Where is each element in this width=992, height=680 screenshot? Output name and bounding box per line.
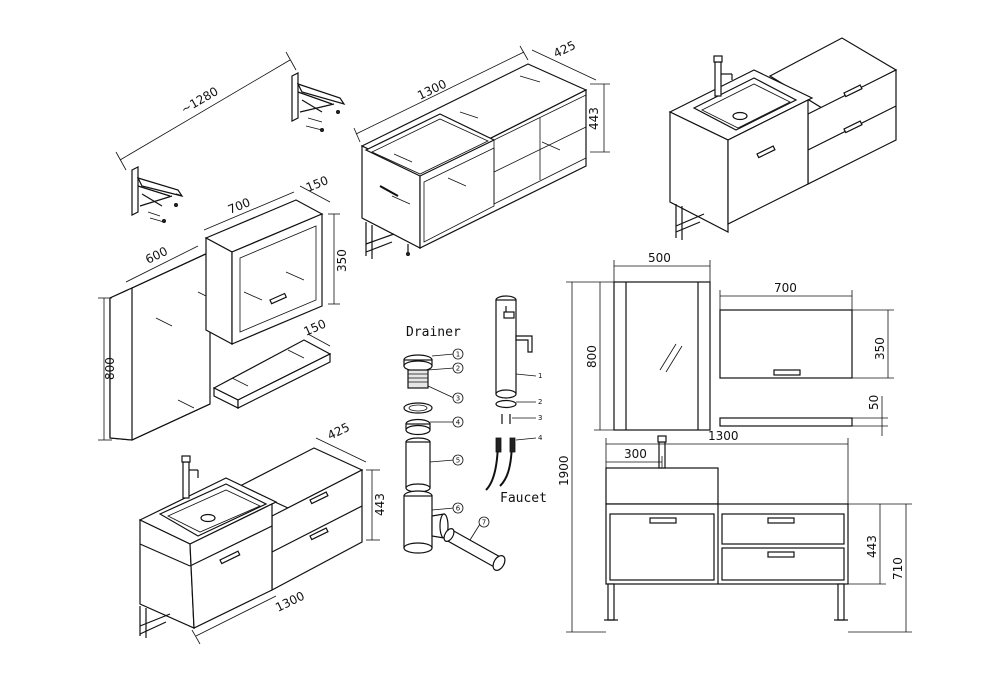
dim-iso2-depth: 425 [325, 420, 352, 443]
dim-mirror-width: 600 [143, 244, 170, 267]
drainer-callout-2 [452, 362, 464, 374]
drainer-callout-3-label: 3 [456, 395, 460, 403]
faucet-callout-2: 2 [538, 398, 542, 406]
dim-front-mirror-width: 500 [648, 251, 671, 265]
dim-mirror-cab-width: 700 [226, 195, 252, 217]
bracket-right [291, 72, 346, 132]
dim-mirror-cab-depth: 150 [304, 173, 330, 195]
iso-cabinet-top-legs [365, 222, 410, 259]
dim-front-drawer-height: 443 [865, 535, 879, 558]
drainer-callout-3 [452, 392, 464, 404]
iso-assembled-faucet [713, 55, 733, 97]
drainer-exploded: Drainer [403, 325, 506, 571]
dim-front-unit-width: 1300 [708, 429, 739, 443]
drainer-callout-6-label: 6 [456, 505, 461, 513]
dim-bracket-span: ~1280 [115, 51, 297, 171]
bracket-left [131, 166, 184, 223]
faucet-exploded: 1 2 3 4 Faucet [485, 295, 547, 506]
faucet-callout-4: 4 [538, 434, 543, 442]
iso-mirror-and-cabinet: 800 600 700 150 350 150 [98, 173, 349, 441]
drainer-callout-7 [478, 516, 490, 528]
dim-iso2-width: 1300 [273, 589, 307, 615]
dim-front-cab-height: 350 [873, 337, 887, 360]
dim-front-shelf-height: 50 [867, 395, 881, 410]
drainer-callout-4 [452, 416, 464, 428]
iso-assembled-top-right [668, 37, 898, 240]
dim-front-cab-width: 700 [774, 281, 797, 295]
dim-mirror-height: 800 [103, 357, 117, 380]
faucet-label: Faucet [500, 491, 547, 506]
dim-front-unit-height: 710 [891, 557, 905, 580]
iso-cabinet-top-screws [391, 75, 561, 205]
drainer-callout-2-label: 2 [456, 365, 460, 373]
dim-iso-cabinet-height: 443 [587, 107, 601, 130]
drainer-callout-4-label: 4 [456, 419, 461, 427]
drainer-callout-6 [452, 502, 464, 514]
drainer-callout-5 [452, 454, 464, 466]
iso-assembled-bottom-left: 1300 425 443 [138, 420, 387, 645]
drainer-callout-1-label: 1 [456, 351, 460, 359]
drainer-callout-5-label: 5 [456, 457, 460, 465]
wall-brackets: ~1280 [115, 51, 346, 223]
dim-shelf-depth: 150 [302, 317, 329, 339]
dim-iso-cabinet-width: 1300 [415, 77, 449, 103]
drainer-label: Drainer [406, 325, 461, 340]
dim-bracket-span-label: ~1280 [179, 84, 221, 116]
dim-mirror-cab-height: 350 [335, 249, 349, 272]
faucet-callout-1: 1 [538, 372, 542, 380]
dim-front-total-height: 1900 [557, 455, 571, 486]
dim-iso-cabinet-depth: 425 [551, 38, 578, 61]
dim-iso2-height: 443 [373, 493, 387, 516]
faucet-callout-3: 3 [538, 414, 542, 422]
drainer-callout-7-label: 7 [482, 519, 486, 527]
drainer-callout-1 [452, 348, 464, 360]
dim-front-basin-offset: 300 [624, 447, 647, 461]
iso-cabinet-top: 1300 425 443 [353, 38, 610, 259]
front-elevation: 500 800 700 350 50 [557, 251, 912, 633]
dim-front-mirror-height: 800 [585, 345, 599, 368]
drainer-callouts: 1 2 3 4 5 6 7 [452, 348, 490, 528]
